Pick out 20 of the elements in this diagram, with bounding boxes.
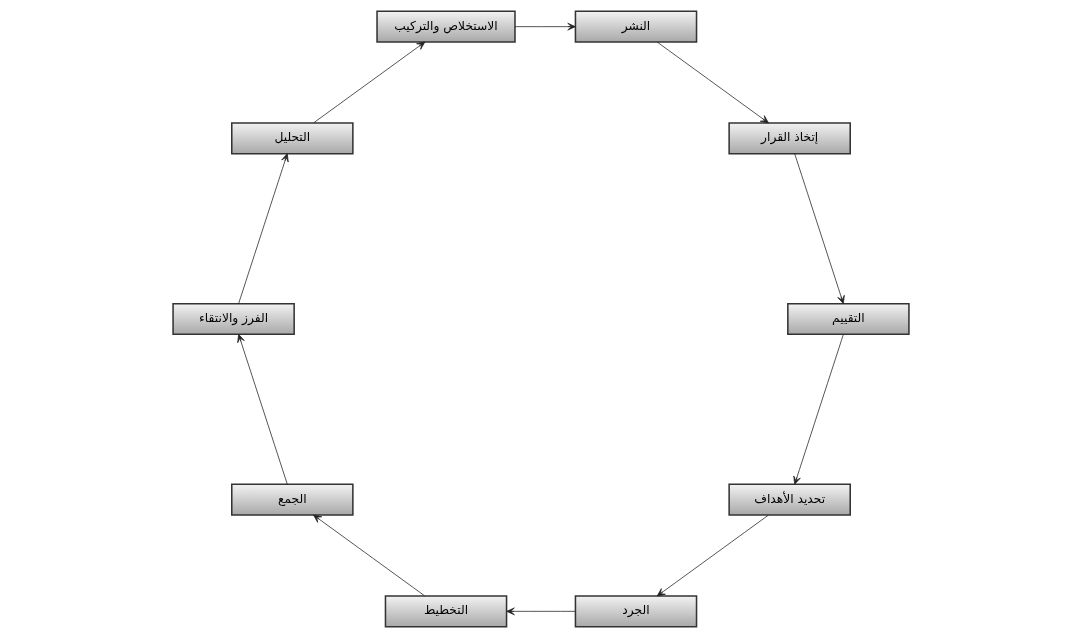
arrow [514, 22, 576, 31]
node-box: التخطيط [384, 595, 508, 628]
arrow [237, 334, 288, 485]
node-box: النشر [574, 10, 698, 43]
node-box: التحليل [231, 122, 354, 155]
node-box: تحديد الأهداف [728, 483, 851, 516]
node-box: إتخاذ القرار [728, 122, 851, 155]
node-box: الجمع [231, 483, 354, 516]
node-box: الفرز والانتقاء [172, 302, 295, 336]
node-box: التقييم [787, 302, 910, 336]
arrow [313, 41, 426, 124]
arrow [238, 153, 289, 304]
arrow [793, 334, 844, 485]
arrow [656, 41, 769, 124]
node-box: الاستخلاص والتركيب [376, 10, 516, 43]
arrow [313, 514, 426, 597]
arrow [794, 153, 845, 304]
node-box: الجرد [574, 595, 698, 628]
arrow [656, 514, 769, 597]
arrow [506, 607, 576, 616]
